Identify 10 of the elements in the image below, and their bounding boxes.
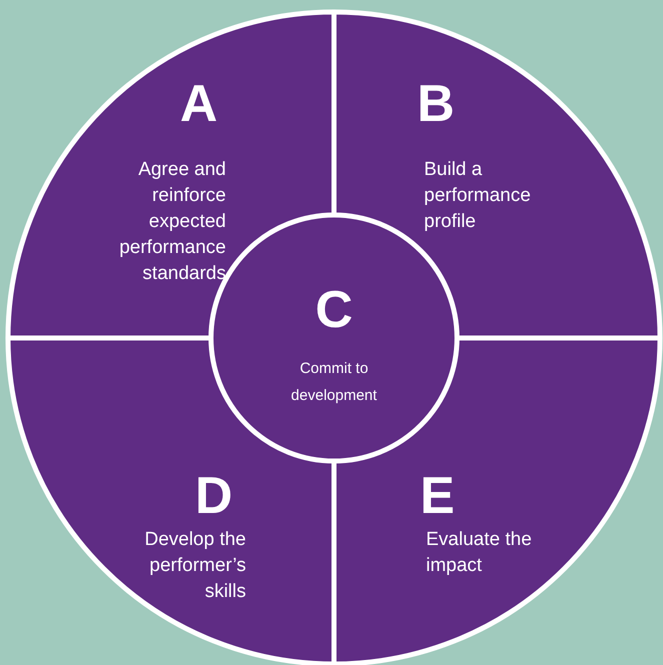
step-description: Commit to development: [290, 359, 378, 406]
section-letter: D: [195, 470, 233, 522]
step-description: Build a performance profile: [424, 158, 532, 234]
section-letter: C: [315, 284, 353, 336]
step-description: Agree and reinforce expected performance standards: [118, 158, 226, 286]
section-letter: B: [417, 78, 455, 130]
step-description: Develop the performer’s skills: [144, 528, 246, 604]
section-letter: E: [420, 470, 455, 522]
step-description: Evaluate the impact: [426, 528, 533, 578]
section-letter: A: [180, 78, 218, 130]
